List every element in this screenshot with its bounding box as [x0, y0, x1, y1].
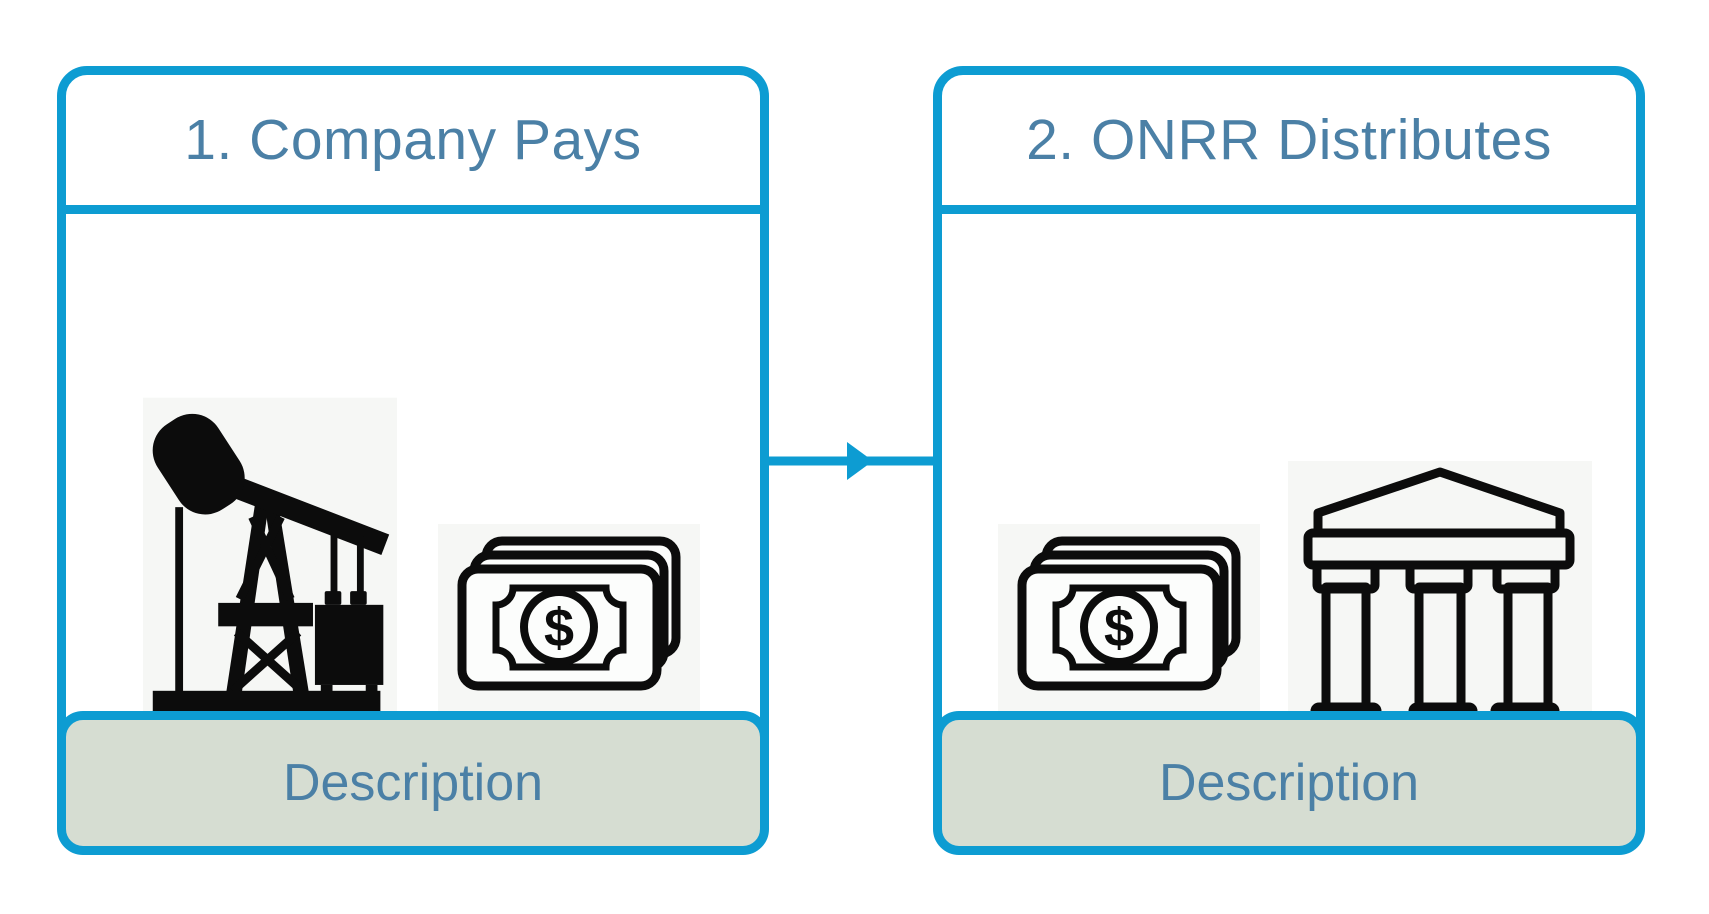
flow-arrow-icon [765, 442, 937, 480]
description-button-company-pays[interactable]: Description [57, 711, 769, 855]
money-icon: $ [998, 524, 1260, 711]
step-title-onrr-distributes: 2. ONRR Distributes [942, 75, 1636, 214]
dollar-sign: $ [544, 598, 574, 658]
step-title-company-pays: 1. Company Pays [66, 75, 760, 214]
step-box-company-pays: 1. Company Pays [57, 66, 769, 855]
description-button-onrr-distributes[interactable]: Description [933, 711, 1645, 855]
money-icon: $ [438, 524, 700, 711]
step-body-company-pays: $ [66, 214, 760, 799]
step-box-onrr-distributes: 2. ONRR Distributes $ [933, 66, 1645, 855]
dollar-sign: $ [1104, 598, 1134, 658]
step-body-onrr-distributes: $ [942, 214, 1636, 774]
